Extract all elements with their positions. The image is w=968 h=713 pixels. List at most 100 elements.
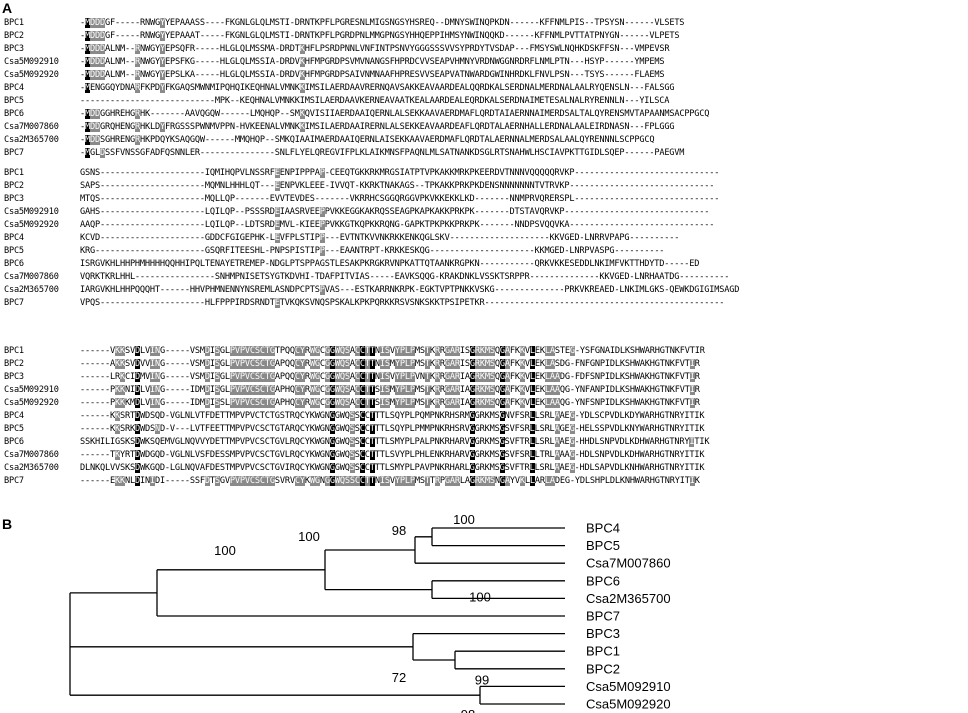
- tree-leaf-label: BPC5: [586, 538, 620, 553]
- tree-leaf-label: Csa5M092920: [586, 697, 671, 712]
- sequence-residues: -MDDDGF-----RNWGYYEPAAAT-----FKGNLGLQLMS…: [80, 31, 680, 41]
- sequence-name: BPC2: [4, 181, 24, 191]
- tree-leaf-label: BPC6: [586, 573, 620, 588]
- alignment-row: BPC6 SSKHILIGSKSDWKSQEMVGLNQVVYDETTMPVPVC…: [4, 436, 710, 449]
- sequence-residues: -MDDDALNM--RNWGYYEPSFKG-----HLGLQLMSSIA-…: [80, 57, 665, 67]
- alignment-row: BPC5 KRG----------------------GSQRFITEESH…: [4, 245, 739, 258]
- alignment-row: Csa2M365700 DLNKQLVVSKSDWKGQD-LGLNQVAFDES…: [4, 462, 709, 475]
- bootstrap-value: 72: [392, 670, 406, 685]
- sequence-residues: MTQS---------------------MQLLQP-------EV…: [80, 194, 720, 204]
- bootstrap-value: 99: [475, 672, 489, 687]
- alignment-row: BPC5 ------KKSRKDWDSND-V---LVTFEETTMPVPVC…: [4, 423, 709, 436]
- alignment-row: BPC3 MTQS---------------------MQLLQP-----…: [4, 193, 739, 206]
- tree-leaf-label: BPC4: [586, 521, 620, 536]
- alignment-row: Csa2M365700 IARGVKHLHHPQQQHT------HHVPHMN…: [4, 284, 739, 297]
- tree-leaf-label: BPC3: [586, 626, 620, 641]
- alignment-row: Csa2M365700 -MDDSGHRENGRHKPDQYKSAQGQW----…: [4, 134, 709, 147]
- sequence-name: BPC3: [4, 194, 24, 204]
- sequence-residues: -MDDDALNM--RNWGYYEPSQFR-----HLGLQLMSSMA-…: [80, 44, 670, 54]
- sequence-name: Csa5M092920: [4, 220, 59, 230]
- alignment-row: Csa7M007860 -MDDGRQHENGRHKLDYFRGSSSPWNMVP…: [4, 121, 709, 134]
- alignment-row: BPC6 -MDDGGHREHGRHK-------AAVQGQW------LM…: [4, 108, 709, 121]
- sequence-residues: ISRGVKHLHHPHMHHHHQQHHIPQLTENAYETREMEP-ND…: [80, 259, 700, 269]
- sequence-residues: -MDDSGHRENGRHKPDQYKSAQGQW------MMQHQP--S…: [80, 135, 655, 145]
- alignment-row: Csa7M007860 VQRKTKRLHHL----------------SN…: [4, 271, 739, 284]
- sequence-name: BPC4: [4, 83, 24, 93]
- sequence-residues: KRG----------------------GSQRFITEESHL-PN…: [80, 246, 665, 256]
- sequence-residues: SAPS---------------------MQMNLHHHLQT---E…: [80, 181, 715, 191]
- alignment-row: Csa5M092920 AAQP---------------------LQIL…: [4, 219, 739, 232]
- sequence-residues: AAQP---------------------LQILQP--LDTSRDE…: [80, 220, 715, 230]
- sequence-name: Csa2M365700: [4, 463, 59, 473]
- sequence-name: BPC7: [4, 148, 24, 158]
- sequence-name: BPC5: [4, 96, 24, 106]
- alignment-row: BPC3 -MDDDALNM--RNWGYYEPSQFR-----HLGLQLMS…: [4, 43, 709, 56]
- sequence-name: Csa7M007860: [4, 122, 59, 132]
- sequence-name: BPC6: [4, 259, 24, 269]
- sequence-residues: ------PKKNIDLVING-----IDMDISGLPVPVCSCTGA…: [80, 385, 700, 395]
- sequence-name: BPC6: [4, 437, 24, 447]
- sequence-residues: DLNKQLVVSKSDWKGQD-LGLNQVAFDESTMPVPVCSCTG…: [80, 463, 705, 473]
- alignment-row: BPC1------VKKSVDLVING-----VSMDISGLPVPVCS…: [4, 345, 709, 358]
- alignment-row: BPC2------AKKSVDVVING-----VSMDISGLPVPVCS…: [4, 358, 709, 371]
- alignment-row: Csa5M092920 -MDDDALNM--RNWGYYEPSLKA-----H…: [4, 69, 709, 82]
- sequence-name: BPC3: [4, 44, 24, 54]
- bootstrap-value: 100: [453, 512, 475, 527]
- sequence-residues: SSKHILIGSKSDWKSQEMVGLNQVVYDETTMPVPVCSCTG…: [80, 437, 710, 447]
- alignment-block-1: BPC1-MDDDGF-----RNWGYYEPAAASS----FKGNLGL…: [4, 17, 709, 160]
- sequence-residues: -MGLDSSFVNSSGFADFQSNNLER---------------S…: [80, 148, 685, 158]
- sequence-name: Csa5M092920: [4, 70, 59, 80]
- sequence-residues: VPQS---------------------HLFPPPIRDSRNDTE…: [80, 298, 725, 308]
- alignment-row: BPC1-MDDDGF-----RNWGYYEPAAASS----FKGNLGL…: [4, 17, 709, 30]
- sequence-name: BPC4: [4, 411, 24, 421]
- sequence-name: Csa5M092910: [4, 385, 59, 395]
- alignment-row: BPC3------LRKCIDMVING-----VSMDISGLPVPVCS…: [4, 371, 709, 384]
- sequence-residues: -MDDGGHREHGRHK-------AAVQGQW------LMQHQP…: [80, 109, 710, 119]
- sequence-residues: ------VKKSVDLVING-----VSMDISGLPVPVCSCTGT…: [80, 346, 705, 356]
- bootstrap-value: 100: [298, 529, 320, 544]
- alignment-block-3: BPC1------VKKSVDLVING-----VSMDISGLPVPVCS…: [4, 345, 710, 488]
- sequence-residues: -MENGGQYDNARFKPDYFKGAQSMWNMIPQHQIKEQHNAL…: [80, 83, 675, 93]
- sequence-name: BPC5: [4, 246, 24, 256]
- sequence-name: BPC5: [4, 424, 24, 434]
- bootstrap-value: 98: [392, 523, 406, 538]
- sequence-name: Csa5M092910: [4, 207, 59, 217]
- sequence-name: BPC2: [4, 359, 24, 369]
- bootstrap-value: 100: [469, 589, 491, 604]
- tree-leaf-label: Csa7M007860: [586, 556, 671, 571]
- tree-leaf-label: BPC1: [586, 644, 620, 659]
- sequence-residues: -MDDGRQHENGRHKLDYFRGSSSPWNMVPPN-HVKEENAL…: [80, 122, 675, 132]
- sequence-residues: -MDDDGF-----RNWGYYEPAAASS----FKGNLGLQLMS…: [80, 18, 685, 28]
- sequence-residues: ------LRKCIDMVING-----VSMDISGLPVPVCSCTGA…: [80, 372, 700, 382]
- alignment-row: BPC5---------------------------MPK--KEQH…: [4, 95, 709, 108]
- sequence-residues: ------KKSRKDWDSND-V---LVTFEETTMPVPVCSCTG…: [80, 424, 705, 434]
- sequence-residues: ------KKSRTDWDSQD-VGLNLVTFDETTMPVPVCTCTG…: [80, 411, 705, 421]
- alignment-row: BPC4 -MENGGQYDNARFKPDYFKGAQSMWNMIPQHQIKEQ…: [4, 82, 709, 95]
- sequence-residues: ------TKYRTDWDGQD-VGLNLVSFDESSMPVPVCSCTG…: [80, 450, 705, 460]
- tree-leaf-label: BPC7: [586, 609, 620, 624]
- alignment-row: BPC6 ISRGVKHLHHPHMHHHHQQHHIPQLTENAYETREME…: [4, 258, 739, 271]
- alignment-row: BPC7 -MGLDSSFVNSSGFADFQSNNLER------------…: [4, 147, 709, 160]
- bootstrap-value: 98: [461, 707, 475, 713]
- alignment-row: BPC7 ------EKKNLDINIDI-----SSFDTSGVPVPVCS…: [4, 475, 709, 488]
- sequence-name: BPC6: [4, 109, 24, 119]
- sequence-residues: IARGVKHLHHPQQQHT------HHVPHMNENNYNSREMLA…: [80, 285, 740, 295]
- sequence-name: Csa5M092920: [4, 398, 59, 408]
- sequence-name: Csa2M365700: [4, 285, 59, 295]
- sequence-name: Csa2M365700: [4, 135, 59, 145]
- sequence-name: BPC2: [4, 31, 24, 41]
- alignment-row: BPC2 SAPS---------------------MQMNLHHHLQT…: [4, 180, 739, 193]
- sequence-residues: ------PKKKMDLVING-----IDMDISSLPVPVCSCTGA…: [80, 398, 700, 408]
- panel-b-label: B: [2, 516, 13, 532]
- sequence-residues: ------EKKNLDINIDI-----SSFDTSGVPVPVCSCTGS…: [80, 476, 700, 486]
- sequence-name: Csa7M007860: [4, 272, 59, 282]
- alignment-row: BPC2 -MDDDGF-----RNWGYYEPAAAT-----FKGNLGL…: [4, 30, 709, 43]
- sequence-name: BPC7: [4, 476, 24, 486]
- sequence-residues: VQRKTKRLHHL----------------SNHMPNISETSYG…: [80, 272, 730, 282]
- panel-a-label: A: [2, 0, 13, 16]
- sequence-residues: -MDDDALNM--RNWGYYEPSLKA-----HLGLQLMSSIA-…: [80, 70, 665, 80]
- sequence-name: BPC1: [4, 168, 24, 178]
